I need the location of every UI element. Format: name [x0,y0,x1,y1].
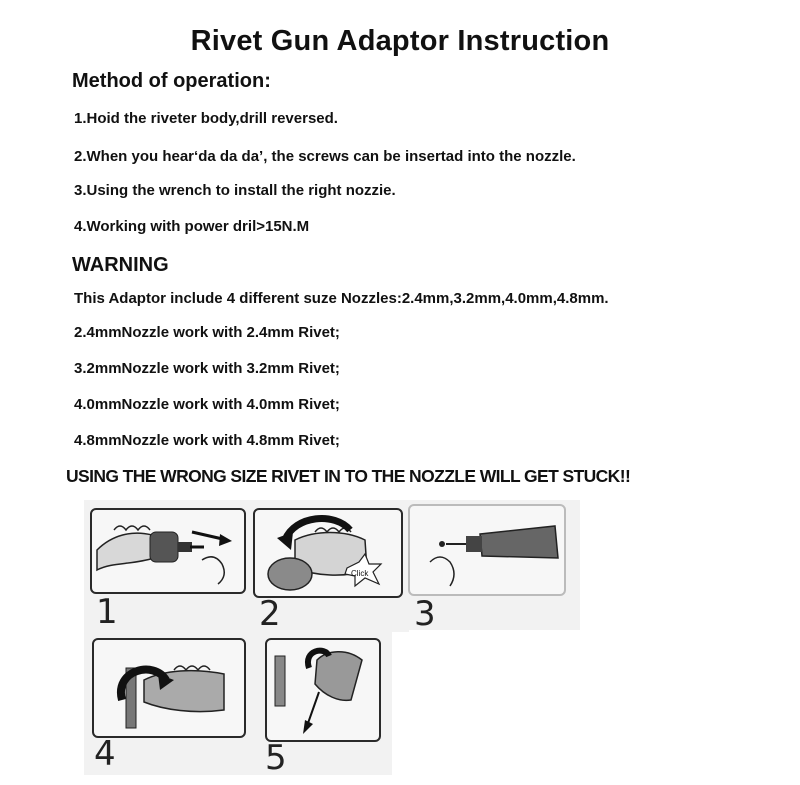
warning-line-3: 3.2mmNozzle work with 3.2mm Rivet; [74,360,340,377]
panel-frame [92,638,246,738]
figure-panel-5: 5 [247,630,392,778]
figure-panel-3: 3 [404,500,580,634]
panel-number: 2 [259,594,281,634]
wrench-tighten-illustration [116,665,225,729]
method-step-1: 1.Hoid the riveter body,drill reversed. [74,110,338,127]
nozzle-install-illustration [429,525,559,587]
panel-number: 5 [265,738,287,778]
warning-line-4: 4.0mmNozzle work with 4.0mm Rivet; [74,396,340,413]
warning-alert: USING THE WRONG SIZE RIVET IN TO THE NOZ… [66,466,631,486]
warning-line-2: 2.4mmNozzle work with 2.4mm Rivet; [74,324,340,341]
panel-frame [408,504,566,596]
panel-frame [265,638,381,742]
figure-panel-2: Click 2 [247,500,409,634]
method-step-4: 4.Working with power dril>15N.M [74,218,310,235]
click-callout: Click [351,569,369,578]
nozzle-insert-illustration: Click [267,515,383,591]
drill-removal-illustration [96,525,232,585]
warning-line-5: 4.8mmNozzle work with 4.8mm Rivet; [74,432,340,449]
figure-panel-1: 1 [84,500,254,632]
rivet-setting-illustration [274,647,363,734]
warning-line-1: This Adaptor include 4 different suze No… [74,290,609,307]
method-step-2: 2.When you hear‘da da da’, the screws ca… [74,148,576,165]
warning-heading: WARNING [72,254,169,276]
panel-frame [90,508,246,594]
panel-number: 4 [94,734,116,774]
method-step-3: 3.Using the wrench to install the right … [74,182,396,199]
panel-number: 1 [96,592,118,632]
panel-frame: Click [253,508,403,598]
panel-number: 3 [414,594,436,634]
method-heading: Method of operation: [72,70,271,92]
page-title: Rivet Gun Adaptor Instruction [190,25,610,57]
figure-panel-4: 4 [84,630,254,775]
